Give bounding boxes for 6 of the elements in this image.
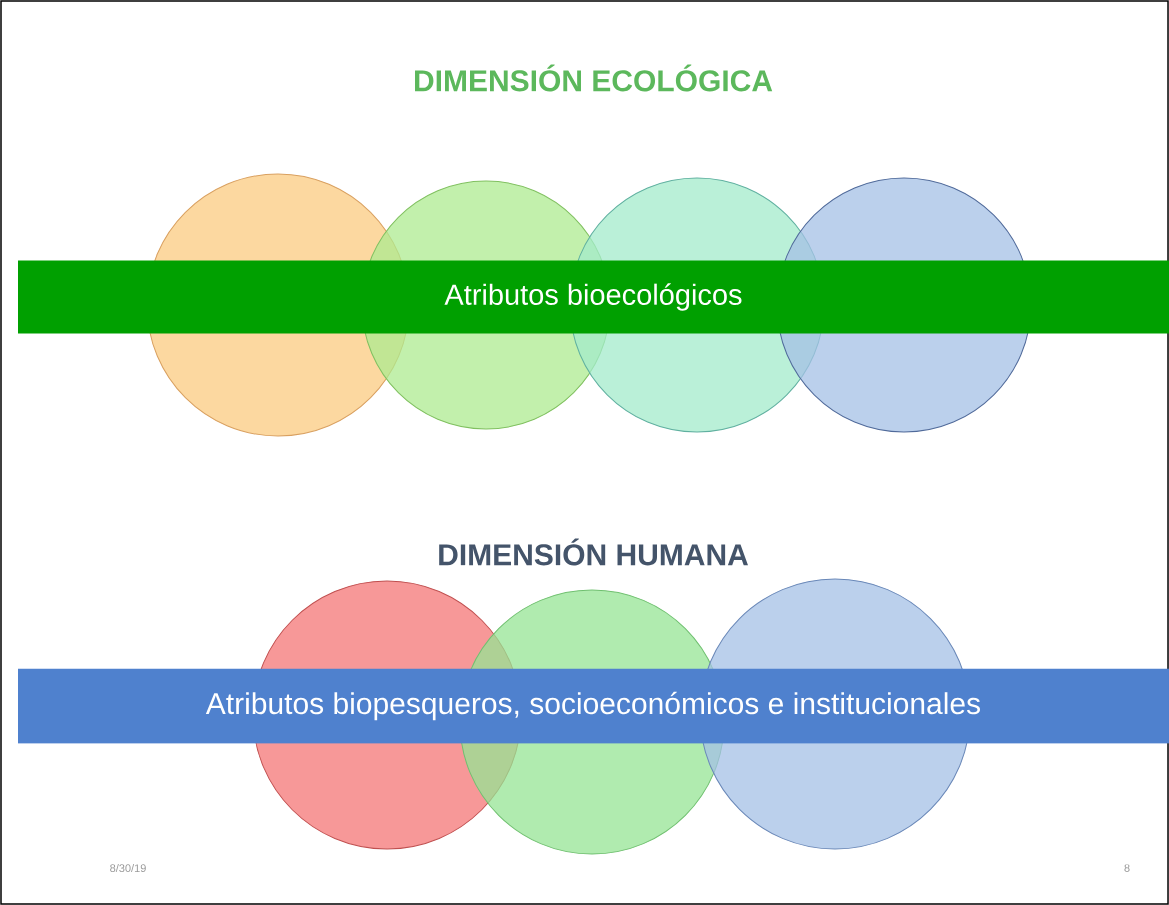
attribute-band: Atributos bioecológicos: [18, 260, 1169, 334]
attribute-band: Atributos biopesqueros, socioeconómicos e institucionales: [18, 668, 1169, 744]
heading: DIMENSIÓN HUMANA: [439, 538, 748, 566]
date: 8/30/19: [110, 864, 146, 873]
page-number: 8: [1124, 864, 1130, 872]
heading: DIMENSIÓN ECOLÓGICA: [415, 64, 773, 92]
